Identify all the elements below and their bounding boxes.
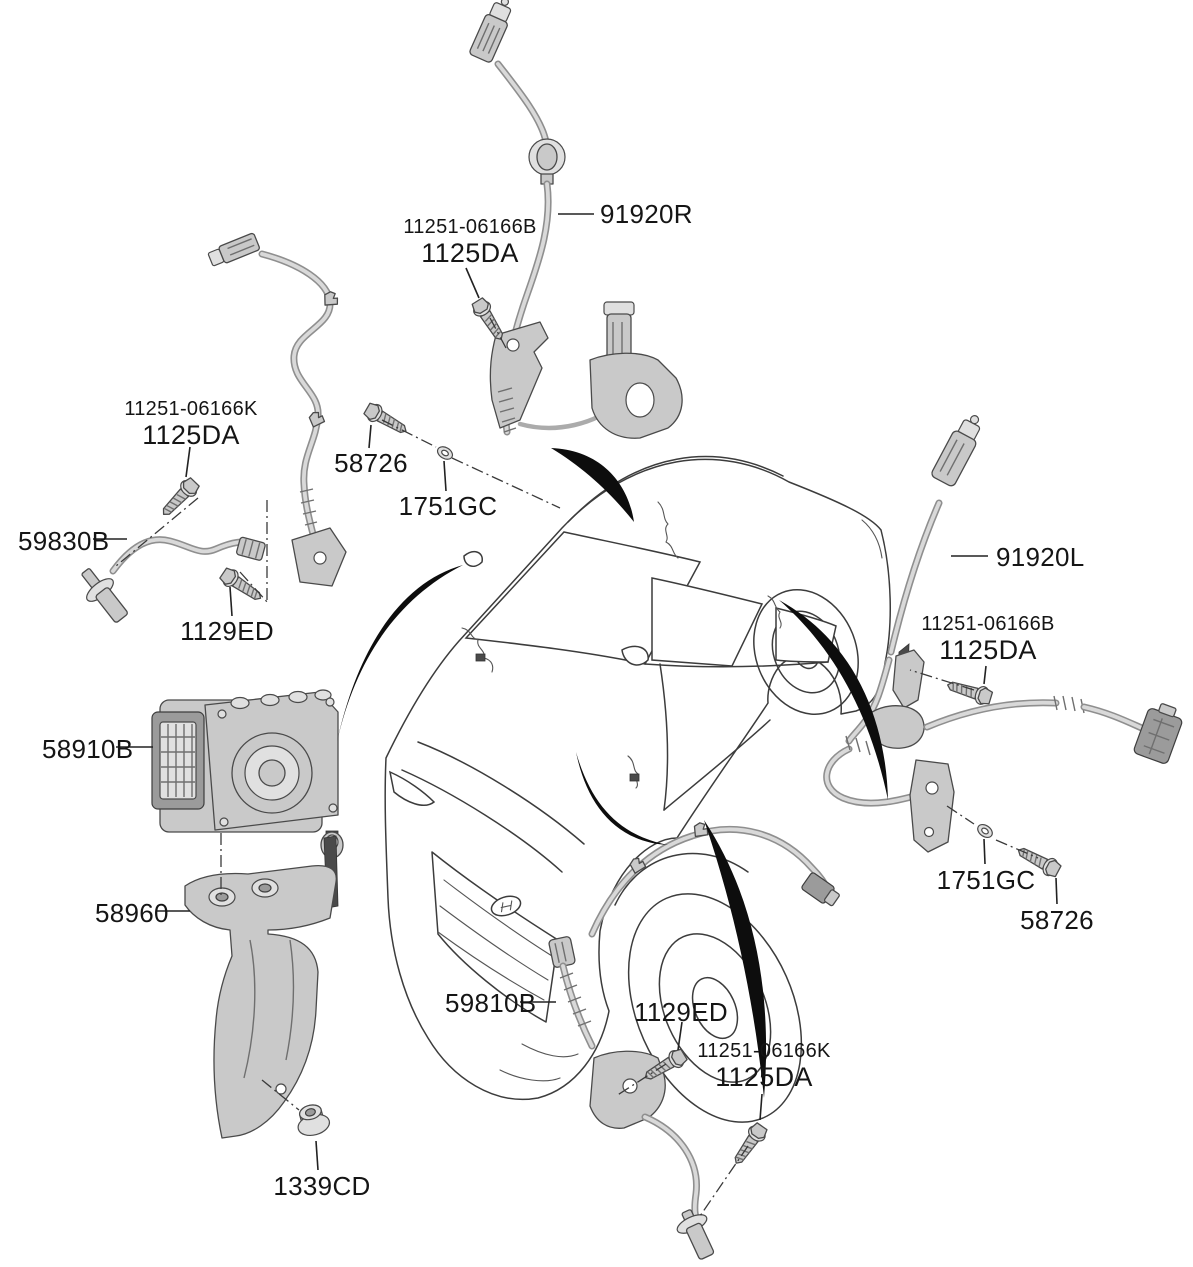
part-number: 11251-06166K — [124, 398, 258, 420]
callout-1129ED-rear: 1129ED — [634, 998, 728, 1026]
sensor-91920L-illustration — [823, 415, 1183, 853]
pointer-arrow-right — [779, 600, 888, 800]
hood-crease-1 — [401, 769, 563, 873]
bolt-1125DA-rear-right — [944, 675, 995, 708]
part-label: 58726 — [1020, 905, 1094, 935]
door-seam — [659, 663, 669, 811]
part-label: 59810B — [445, 988, 537, 1018]
sensor-tip — [676, 1209, 715, 1260]
callout-58726-rear: 58726 — [1020, 906, 1094, 934]
callout-1339CD: 1339CD — [273, 1172, 370, 1200]
end-connector — [1133, 703, 1183, 764]
in-car-harness — [461, 501, 782, 789]
part-label: 58910B — [42, 734, 134, 764]
washer-1751GC-rear — [974, 821, 996, 841]
pointer-arrow-left — [337, 565, 463, 742]
sensor-91920R-illustration — [469, 0, 683, 439]
part-label: 1129ED — [180, 616, 274, 646]
harness-connector — [801, 872, 840, 907]
part-label: 91920L — [996, 542, 1085, 572]
pointer-arrow-mid — [576, 752, 668, 845]
callout-1751GC-rear: 1751GC — [937, 866, 1036, 894]
roof-rail — [567, 455, 784, 523]
side-window-front — [651, 577, 764, 667]
callout-1129ED-front: 1129ED — [180, 617, 274, 645]
part-code: 1125DA — [715, 1062, 813, 1092]
leader-lines — [93, 213, 1058, 1171]
callout-91920L: 91920L — [996, 543, 1085, 571]
part-number: 11251-06166B — [921, 613, 1055, 635]
part-number: 11251-06166K — [697, 1040, 831, 1062]
callout-59810B: 59810B — [445, 989, 536, 1017]
part-code: 1125DA — [142, 420, 240, 450]
washer-1751GC-front — [434, 443, 456, 463]
bumper-vents — [499, 1043, 579, 1082]
grille — [431, 851, 559, 1023]
hood-crease-2 — [417, 741, 585, 845]
pointer-arrow-bottom — [704, 820, 767, 1098]
part-label: 91920R — [600, 199, 693, 229]
part-label: 1751GC — [936, 865, 1036, 895]
part-label: 58726 — [334, 448, 408, 478]
front-arch — [614, 852, 749, 906]
callout-1751GC-front: 1751GC — [399, 492, 498, 520]
rear-lamp — [861, 519, 883, 559]
grille-slats — [437, 879, 553, 1001]
pointer-arrow-top — [551, 448, 634, 522]
part-label: 1129ED — [634, 997, 728, 1027]
mirror-far — [463, 551, 483, 567]
callout-1125DA-front-left: 11251-06166K 1125DA — [124, 398, 257, 450]
part-label: 58960 — [95, 898, 169, 928]
callout-59830B: 59830B — [18, 527, 109, 555]
part-code: 1125DA — [421, 238, 519, 268]
sensor-mount-bracket — [909, 759, 955, 853]
sensor-59810B-illustration — [548, 821, 840, 1260]
side-mirror — [621, 645, 649, 666]
sensor-tip — [81, 568, 128, 623]
sill-line — [663, 719, 771, 811]
sensor-59830B-illustration — [81, 232, 347, 623]
abs-module-58910B-illustration — [151, 689, 344, 859]
callout-1125DA-rear-left: 11251-06166K 1125DA — [697, 1040, 830, 1092]
module-connector-block — [151, 711, 205, 810]
bolt-1129ED-front — [217, 564, 267, 607]
callout-91920R: 91920R — [600, 200, 693, 228]
part-number: 11251-06166B — [403, 216, 537, 238]
pointer-arrows — [337, 448, 888, 1098]
assembly-axis-lines — [115, 317, 1039, 1217]
car-body-outline — [384, 458, 891, 1101]
callout-58910B: 58910B — [42, 735, 133, 763]
sensor-bracket — [489, 321, 549, 429]
part-label: 1751GC — [398, 491, 498, 521]
part-label: 1339CD — [273, 1171, 371, 1201]
brand-badge — [490, 895, 522, 917]
callout-58726-front: 58726 — [334, 449, 408, 477]
pump-motor — [231, 732, 313, 814]
callout-1125DA-rear-right: 11251-06166B 1125DA — [921, 613, 1054, 665]
headlight — [388, 770, 436, 806]
nut-1339CD-illustration — [297, 1104, 331, 1137]
beltline — [644, 661, 829, 668]
callout-1125DA-front-right: 11251-06166B 1125DA — [403, 216, 536, 268]
bracket-58960-illustration — [184, 835, 339, 1139]
bolt-1125DA-rear-left — [728, 1120, 771, 1169]
part-label: 59830B — [18, 526, 110, 556]
part-code: 1125DA — [939, 635, 1037, 665]
callout-58960: 58960 — [95, 899, 169, 927]
